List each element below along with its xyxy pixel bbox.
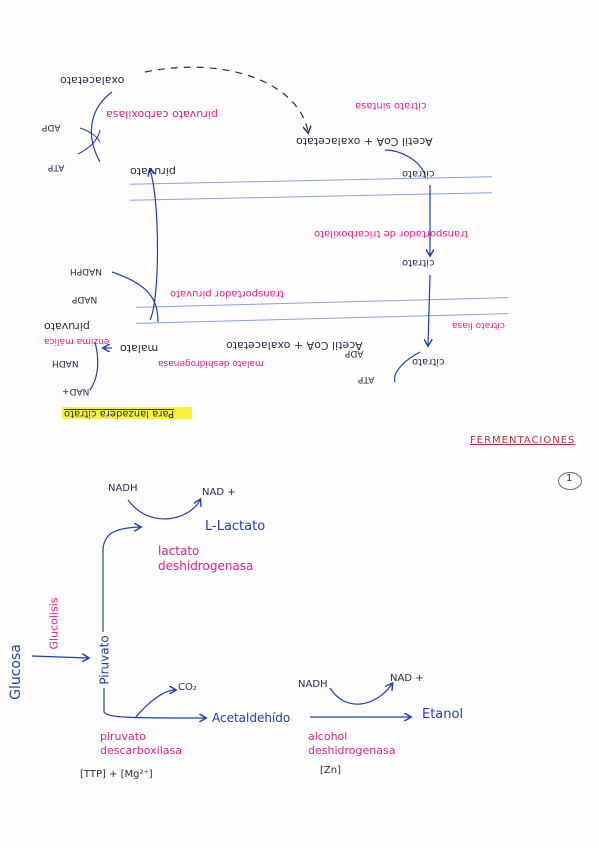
circle-number: 1 [566, 473, 573, 484]
co2-label: CO₂ [178, 682, 197, 693]
piruvato-mito-label: piruvato [130, 165, 176, 178]
citrate-shuttle-heading: Para lanzadera citrato [64, 408, 175, 419]
acetilcoa-oxalacetato-mito: Acetil CoA + oxalacetato [296, 135, 433, 148]
malato-deshidrogenasa-label: malato deshidrogenasa [158, 358, 264, 368]
transportador-piruvato: transportador piruvato [170, 288, 284, 299]
nadp-label: NADP [72, 294, 98, 304]
etanol-label: Etanol [422, 707, 464, 722]
citrato-liasa-label: citrato liasa [452, 320, 505, 330]
piruvato-descarboxilasa-label: piruvato descarboxilasa [100, 730, 183, 758]
lactato-deshidrogenasa-label: lactato deshidrogenasa [158, 544, 254, 573]
atp-label: ATP [48, 162, 65, 172]
nad-label: NAD+ [62, 386, 90, 396]
number-circle [558, 472, 582, 490]
glucosa-label: Glucosa [7, 644, 24, 700]
heading-highlight [62, 407, 192, 419]
acetilcoa-oxalacetato-cyt: Acetil CoA + oxalacetato [226, 339, 363, 352]
nad-2-label: NAD + [390, 673, 424, 684]
enzima-malica-label: enzima málica [44, 336, 110, 346]
l-lactato-label: L-Lactato [205, 519, 266, 534]
citrato-sintasa-label: citrato sintasa [355, 100, 427, 111]
citrato-mito-label: citrato [402, 168, 435, 179]
acetaldehido-label: Acetaldehído [212, 711, 291, 725]
transportador-tricarboxilato: transportador de tricarboxilato [314, 228, 469, 239]
piruvato-cyt-label: piruvato [44, 320, 90, 333]
glucolisis-label: Glucolisis [47, 597, 61, 650]
fermentaciones-heading: FERMENTACIONES [470, 435, 576, 446]
oxalacetato-label: oxalacetato [60, 74, 125, 87]
adp-cyt-label: ADP [345, 348, 364, 358]
citrato-mid-label: citrato [402, 257, 435, 268]
cofactor-2-label: [Zn] [320, 765, 341, 776]
piruvato-label: Piruvato [97, 635, 112, 685]
nadph-label: NADPH [70, 266, 103, 276]
nad-1-label: NAD + [202, 487, 236, 498]
alcohol-deshidrogenasa-label: alcohol deshidrogenasa [308, 730, 396, 758]
nadh-label: NADH [52, 358, 79, 368]
cofactors-1-label: [TTP] + [Mg²⁺] [80, 769, 153, 780]
nadh-2-label: NADH [298, 679, 328, 690]
malato-label: malato [120, 342, 159, 355]
atp-cyt-label: ATP [358, 374, 375, 384]
adp-label: ADP [42, 122, 61, 132]
citrato-cyt-label: citrato [412, 356, 445, 367]
piruvato-carboxilasa-label: piruvato carboxilasa [106, 108, 218, 122]
nadh-1-label: NADH [108, 483, 138, 494]
